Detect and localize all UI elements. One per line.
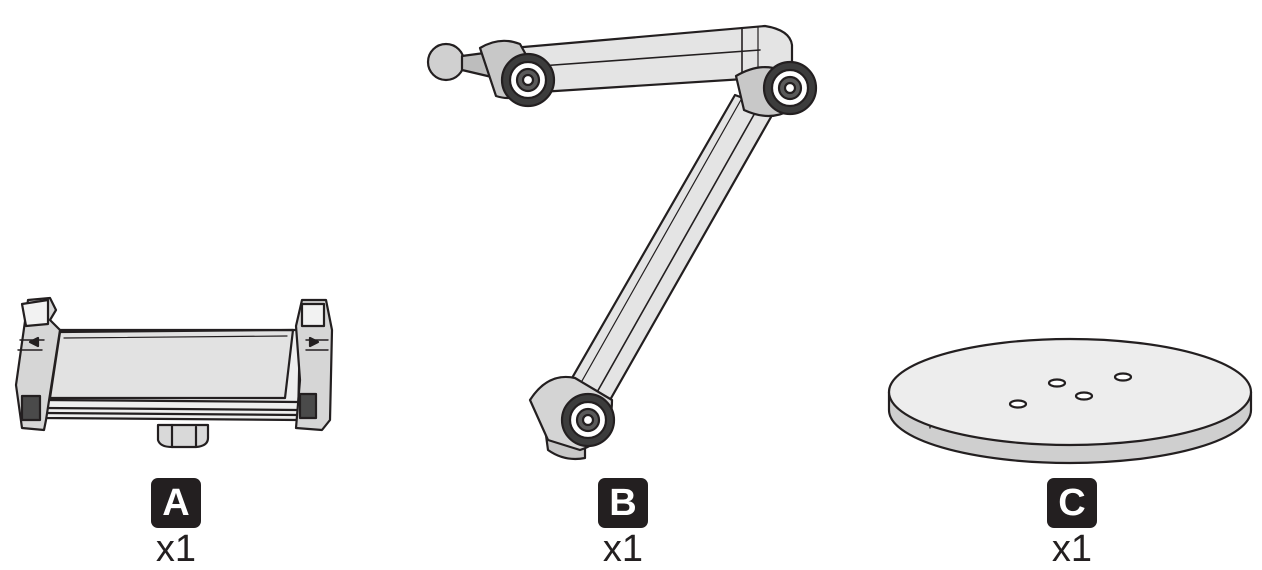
base-plate-illustration xyxy=(887,337,1253,465)
part-b-label: B x1 xyxy=(593,478,653,568)
holder-mount-knob xyxy=(156,423,210,449)
part-a-letter-badge: A xyxy=(151,478,201,528)
base-plate-hole xyxy=(1008,399,1028,409)
part-b-quantity: x1 xyxy=(602,528,644,570)
part-a-label: A x1 xyxy=(146,478,206,568)
base-plate-top xyxy=(887,337,1253,447)
part-c-letter-badge: C xyxy=(1047,478,1097,528)
arm-joint-bottom xyxy=(528,375,616,461)
tablet-holder-illustration xyxy=(14,296,334,449)
arm-ball-head xyxy=(426,42,466,82)
part-c-quantity: x1 xyxy=(1051,528,1093,570)
arm-lower-segment xyxy=(566,93,777,402)
holder-top-panel xyxy=(48,328,295,400)
base-plate-hole xyxy=(1113,372,1133,382)
part-a-quantity: x1 xyxy=(155,528,197,570)
part-b-letter-badge: B xyxy=(598,478,648,528)
articulated-arm-illustration xyxy=(426,24,818,461)
arm-joint-top-left xyxy=(478,39,556,108)
arm-joint-top-right xyxy=(734,60,818,118)
part-c-label: C x1 xyxy=(1042,478,1102,568)
base-plate-hole xyxy=(1047,378,1067,388)
base-plate-hole xyxy=(1074,391,1094,401)
